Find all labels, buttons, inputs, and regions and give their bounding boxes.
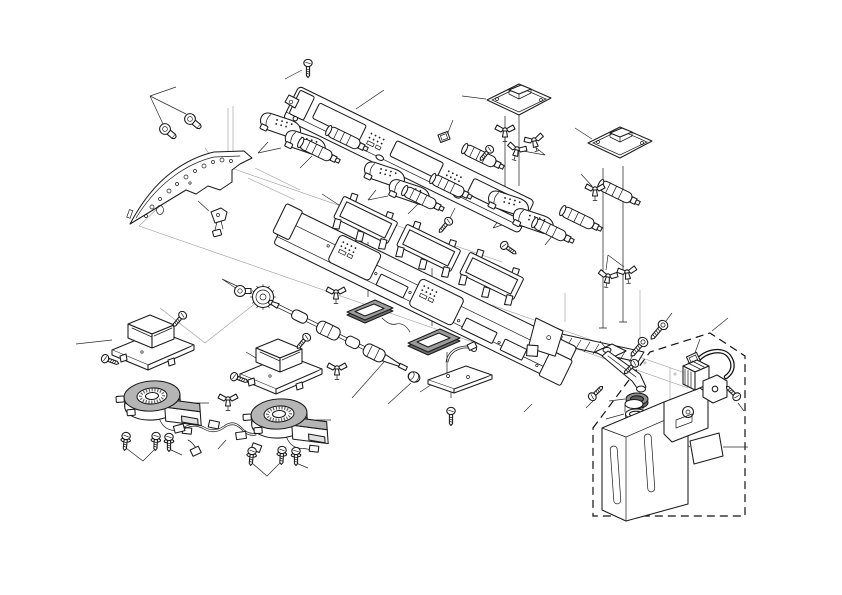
frame-clip — [210, 207, 228, 238]
rail-end-bracket — [526, 317, 564, 357]
sensor-bracket-plate — [427, 365, 493, 394]
carriage-base-rail — [272, 203, 577, 386]
wire-harness — [172, 419, 263, 457]
head-rail-ear — [284, 94, 300, 109]
blower-fan-1 — [115, 380, 202, 435]
drive-shaft — [268, 299, 408, 372]
waste-ink-bottle — [601, 387, 709, 522]
wiper-pad-1 — [346, 299, 394, 324]
shaft-coupler — [407, 371, 421, 383]
level-sensor-assembly — [682, 348, 735, 404]
wiper-pad-2 — [407, 328, 461, 356]
blower-fan-2 — [242, 398, 329, 453]
drain-arm — [594, 343, 647, 393]
service-kit-dashed-boundary — [592, 332, 746, 517]
bottle-label — [689, 432, 724, 465]
square-nut — [437, 131, 451, 143]
hook-wire — [445, 341, 478, 363]
side-frame-plate — [126, 150, 253, 225]
knob-roller — [233, 284, 252, 298]
pad-connector-line — [381, 317, 411, 333]
